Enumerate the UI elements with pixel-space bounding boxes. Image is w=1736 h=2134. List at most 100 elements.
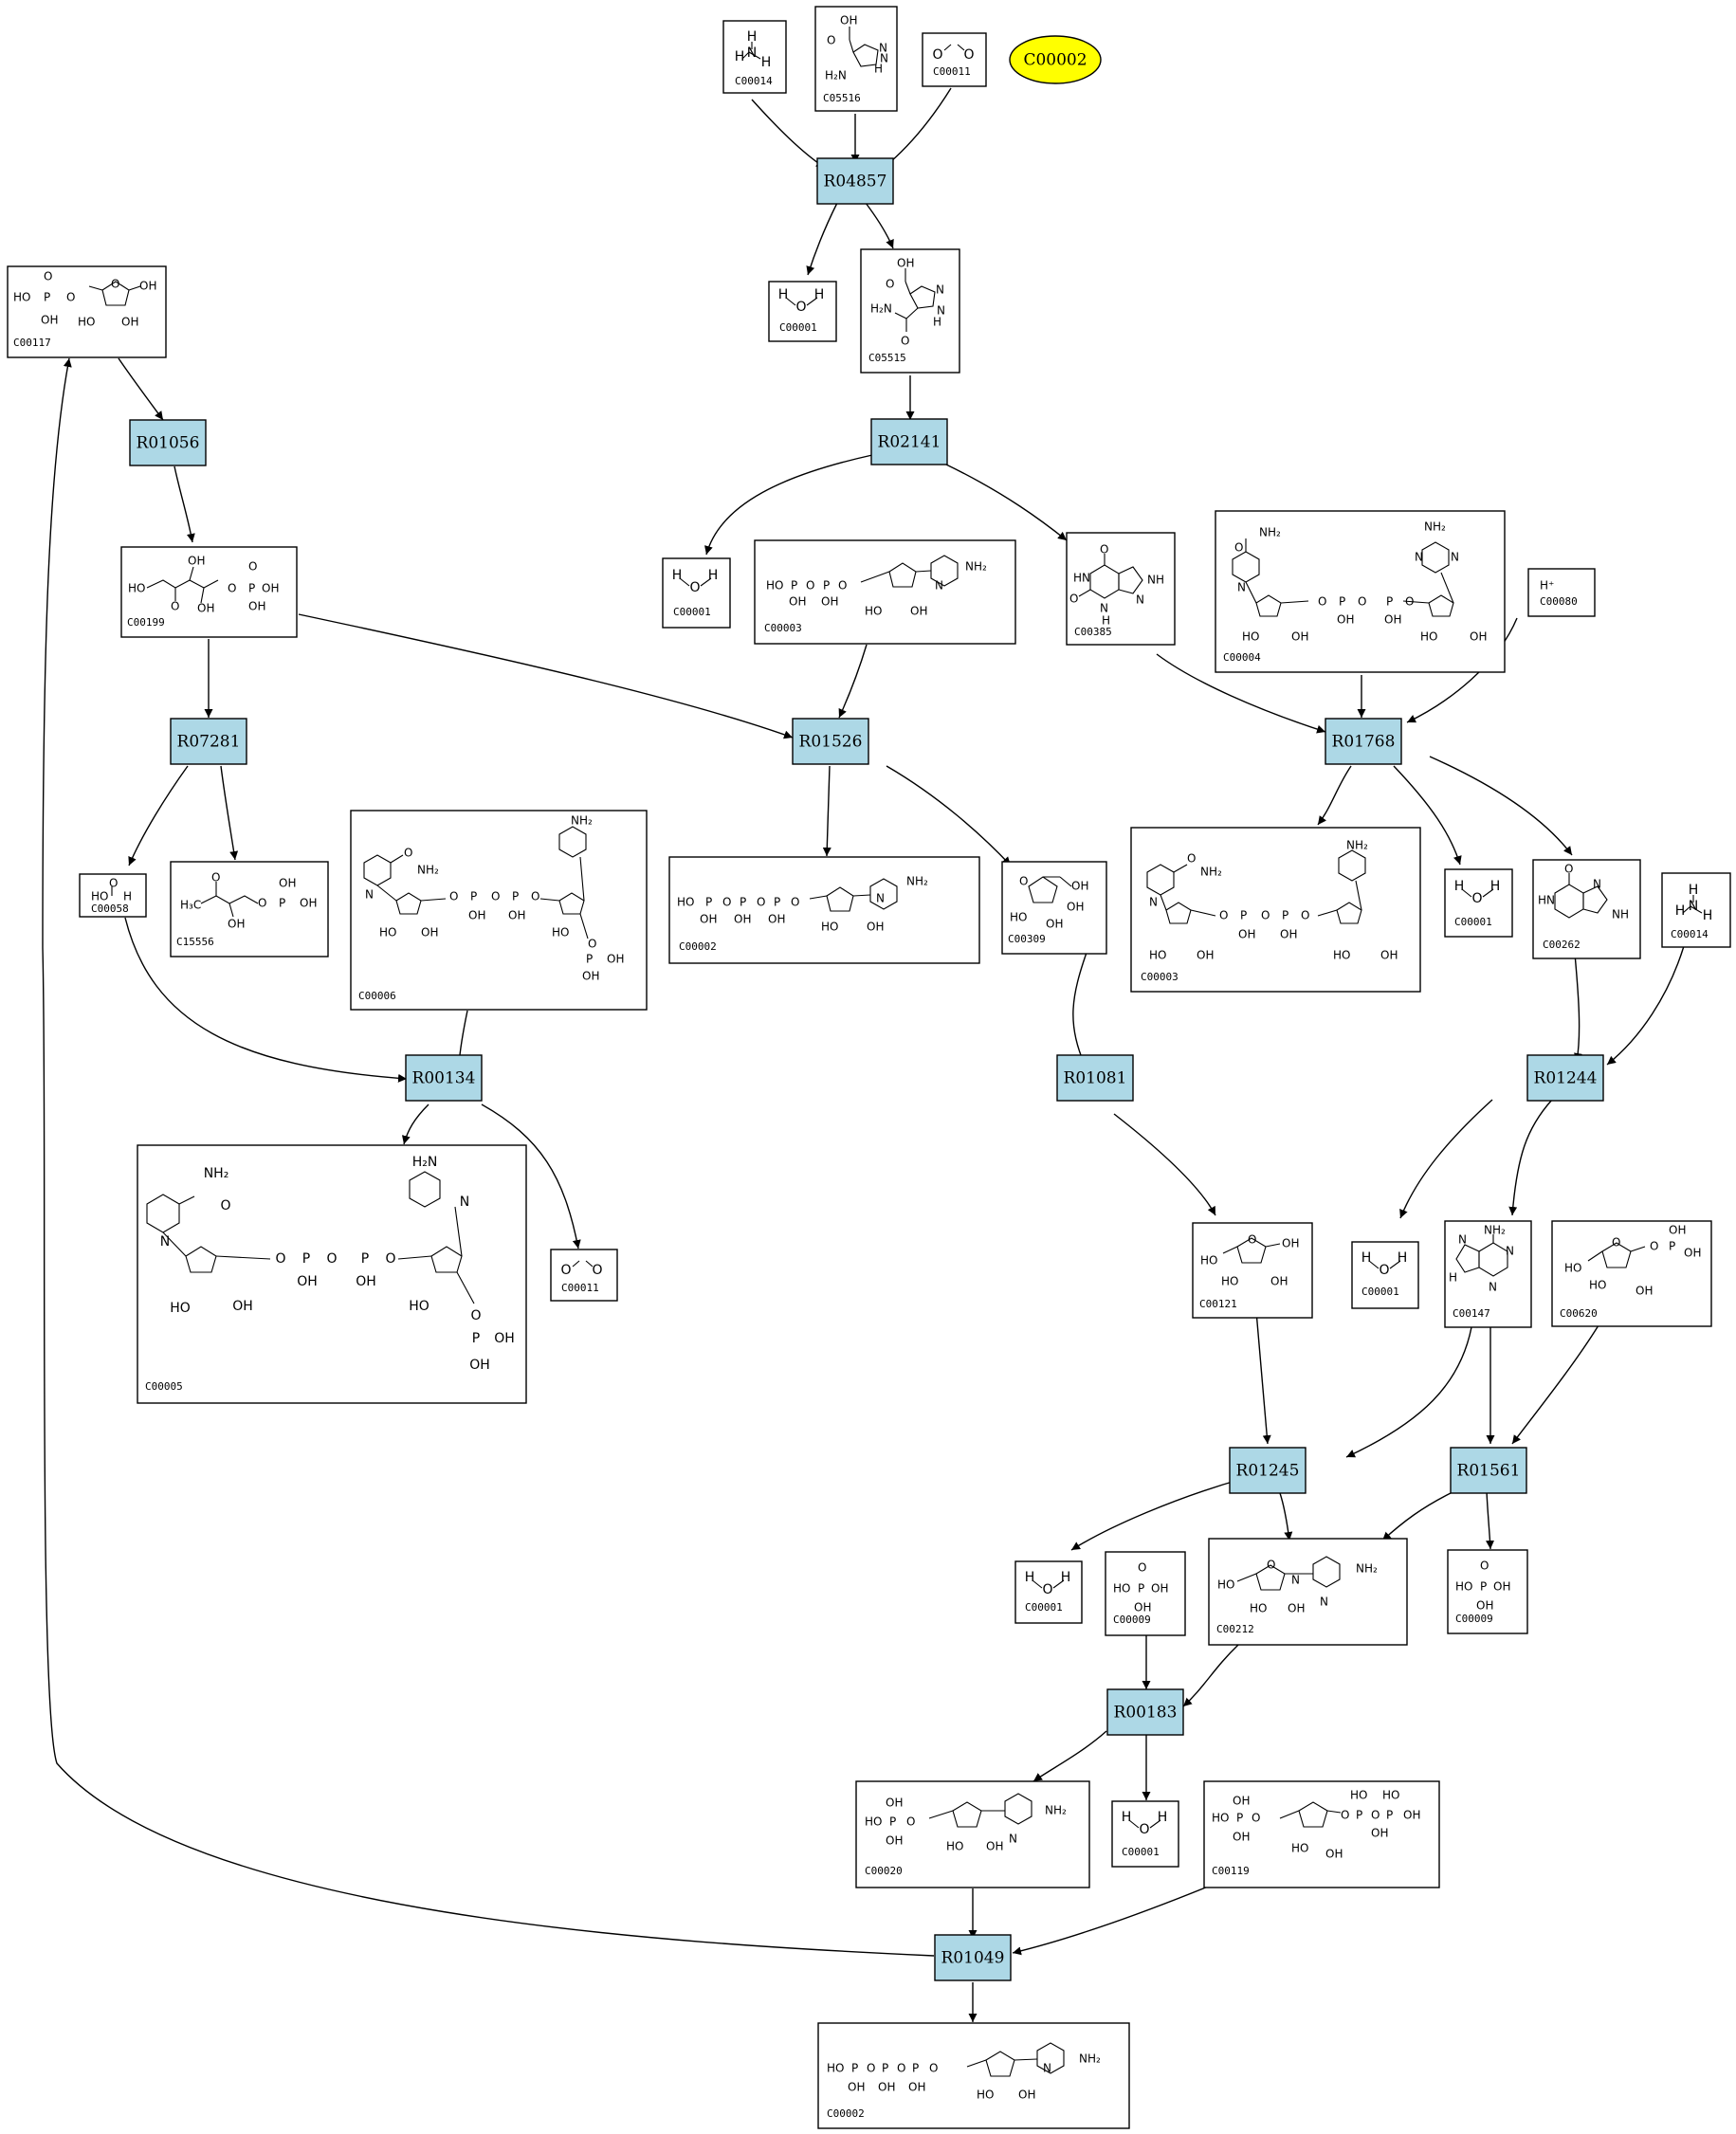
- atom-label: O: [963, 47, 974, 63]
- compound-node[interactable]: OH O H₂N N H N C05516: [814, 6, 898, 112]
- atom-label: P: [361, 1251, 369, 1267]
- compound-node[interactable]: H O H C00001: [1351, 1241, 1419, 1309]
- atom-label: OH: [1282, 1237, 1299, 1250]
- compound-node[interactable]: HO P O OH OH HO OH N NH₂ C00020: [855, 1780, 1090, 1888]
- compound-node[interactable]: HO P OH O OH C00009: [1447, 1549, 1528, 1634]
- atom-label: P: [472, 1331, 480, 1346]
- compound-node[interactable]: HO P O P O P O OH OH OH HO OH N NH₂ C000…: [668, 856, 980, 964]
- reaction-node[interactable]: R04857: [816, 157, 894, 205]
- reaction-node[interactable]: R01081: [1056, 1054, 1134, 1102]
- compound-node[interactable]: O NH₂ N O P O P O OH OH HO OH HO O P OH …: [350, 810, 648, 1011]
- compound-node[interactable]: H H N H C00014: [722, 20, 787, 94]
- atom-label: OH: [821, 595, 838, 609]
- atom-label: OH: [1288, 1602, 1305, 1615]
- atom-label: O: [1318, 595, 1326, 609]
- atom-label: HO: [1382, 1789, 1399, 1802]
- compound-node[interactable]: OH O H₂N O N H N C05515: [860, 248, 960, 374]
- reaction-node[interactable]: R01049: [934, 1934, 1012, 1981]
- reaction-node[interactable]: R07281: [170, 718, 247, 765]
- compound-node[interactable]: NH₂ N N H N C00147: [1444, 1220, 1532, 1328]
- compound-id: C00014: [1671, 928, 1709, 940]
- atom-label: HN: [1073, 572, 1090, 585]
- atom-label: OH: [1371, 1827, 1388, 1840]
- compound-node[interactable]: HO O OH HO OH C00121: [1192, 1222, 1313, 1319]
- atom-label: HO: [78, 316, 95, 329]
- compound-node[interactable]: HO P O P O OH OH HO OH N NH₂ C00003: [754, 539, 1016, 645]
- atom-label: O: [1042, 1582, 1052, 1597]
- compound-node[interactable]: HO P O P O P O OH OH OH HO OH N NH₂ C000…: [817, 2022, 1130, 2129]
- atom-label: O: [901, 335, 909, 348]
- compound-node[interactable]: H O H C00001: [1444, 868, 1513, 938]
- atom-label: OH: [1238, 928, 1255, 941]
- atom-label: HO: [1217, 1578, 1234, 1592]
- atom-label: HO: [766, 579, 783, 593]
- reaction-node[interactable]: R01056: [129, 419, 207, 466]
- edge: [822, 765, 831, 857]
- atom-label: O: [248, 560, 257, 574]
- atom-label: O: [906, 1815, 915, 1829]
- atom-label: OH: [494, 1331, 515, 1346]
- atom-label: OH: [188, 555, 205, 568]
- atom-label: N: [1291, 1574, 1300, 1587]
- atom-label: NH: [1612, 908, 1629, 921]
- compound-node[interactable]: O C O C00011: [922, 32, 987, 87]
- reaction-node[interactable]: R01526: [792, 718, 869, 765]
- compound-node[interactable]: O NH₂ N O P O P O OH OH HO OH HO OH NH₂ …: [1130, 827, 1421, 993]
- reaction-node[interactable]: R00183: [1106, 1688, 1184, 1736]
- atom-label: HO: [865, 1815, 882, 1829]
- reaction-node[interactable]: R02141: [870, 418, 948, 465]
- atom-label: P: [470, 890, 477, 903]
- compound-node[interactable]: O OH OH HO OH C00309: [1001, 861, 1107, 955]
- compound-id: C00002: [679, 940, 717, 953]
- reaction-node[interactable]: R01561: [1450, 1447, 1527, 1494]
- compound-node[interactable]: H O H C00001: [768, 281, 837, 342]
- compound-node[interactable]: H⁺ C00080: [1527, 568, 1596, 617]
- atom-label: OH: [1325, 1848, 1343, 1861]
- compound-node[interactable]: H O H C00001: [1014, 1560, 1083, 1624]
- compound-node[interactable]: H₃C O OH O P OH OH C15556: [170, 861, 329, 958]
- compound-node[interactable]: HO O O P OH OH HO OH C00620: [1551, 1220, 1712, 1327]
- atom-label: OH: [700, 913, 717, 926]
- atom-label: O: [1069, 593, 1078, 606]
- atom-label: OH: [789, 595, 806, 609]
- highlight-node[interactable]: C00002: [1009, 35, 1102, 84]
- compound-node[interactable]: O HO H C00058: [79, 873, 147, 918]
- reaction-node[interactable]: R01768: [1325, 718, 1402, 765]
- atom-label: HO: [91, 890, 108, 903]
- compound-id: C00620: [1560, 1307, 1598, 1320]
- reaction-node[interactable]: R01244: [1526, 1054, 1604, 1102]
- edge: [174, 465, 195, 543]
- atom-label: O: [722, 896, 731, 909]
- compound-node[interactable]: O HN N NH C00262: [1532, 859, 1641, 959]
- edge: [1574, 953, 1582, 1063]
- atom-label: NH: [1147, 574, 1164, 587]
- reaction-label: R01049: [941, 1949, 1005, 1968]
- atom-label: HO: [1212, 1812, 1229, 1825]
- atom-label: N: [1593, 878, 1601, 891]
- compound-node[interactable]: H O H C00001: [662, 557, 731, 629]
- compound-node[interactable]: HO P O OH O O OH HO OH C00117: [7, 265, 167, 358]
- compound-node[interactable]: HO O OH OH O P O OH OH C00199: [120, 546, 298, 638]
- atom-label: OH: [121, 316, 138, 329]
- compound-node[interactable]: HO P O OH OH O P O P OH HO OH HO HO OH C…: [1203, 1780, 1440, 1888]
- edge: [1429, 756, 1573, 856]
- edge: [751, 99, 826, 169]
- compound-node[interactable]: H O H C00001: [1111, 1800, 1179, 1868]
- compound-node[interactable]: O HN O N H N NH C00385: [1066, 532, 1176, 646]
- edge: [1070, 1478, 1243, 1551]
- compound-node[interactable]: HO O N NH₂ HO OH N C00212: [1208, 1538, 1408, 1646]
- atom-label: O: [220, 1198, 230, 1213]
- atom-label: O: [929, 2062, 938, 2075]
- reaction-node[interactable]: R00134: [405, 1054, 483, 1102]
- atom-label: OH: [41, 314, 58, 327]
- reaction-node[interactable]: R01245: [1229, 1447, 1307, 1494]
- compound-id: C00004: [1223, 651, 1261, 664]
- compound-node[interactable]: NH₂ O N O P O P O OH OH HO OH HO OH NH₂ …: [1215, 510, 1506, 673]
- atom-label: O: [1019, 875, 1028, 888]
- compound-node[interactable]: HO P OH O OH C00009: [1105, 1551, 1186, 1636]
- atom-label: H: [123, 890, 132, 903]
- compound-node[interactable]: H H N H C00014: [1661, 872, 1731, 948]
- compound-node[interactable]: NH₂ O N O P O P O OH OH HO OH H₂N N HO O…: [137, 1144, 527, 1404]
- compound-node[interactable]: O C O C00011: [550, 1249, 618, 1302]
